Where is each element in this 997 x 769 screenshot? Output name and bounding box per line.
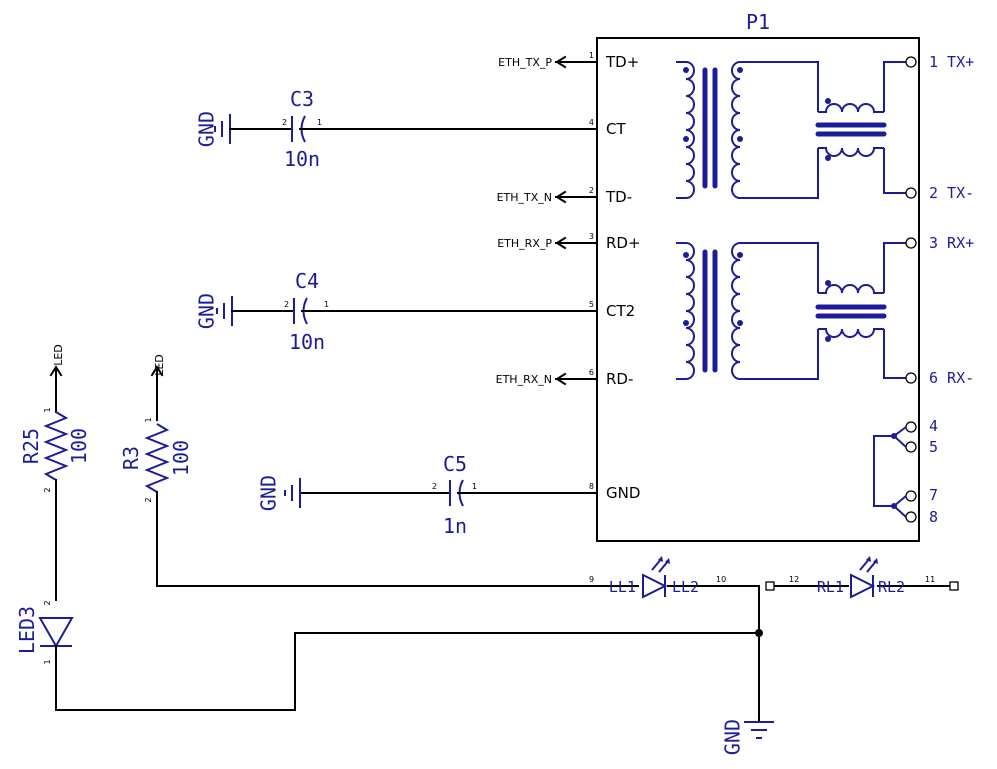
terminal-label: 3 RX+ <box>929 234 974 252</box>
pin-number: 2 <box>43 487 52 492</box>
ground-symbol <box>216 296 239 326</box>
capacitor-c3: 2 1 C3 10n GND <box>195 87 323 171</box>
net-led: LED <box>153 354 166 376</box>
pin-number: 1 <box>324 300 329 309</box>
led-anode-label: LL1 <box>609 578 636 596</box>
svg-text:ETH_RX_N: ETH_RX_N <box>496 373 552 386</box>
pin-number: 1 <box>317 118 322 127</box>
pin-name: CT2 <box>606 302 635 320</box>
ground-label: GND <box>257 475 281 511</box>
net-eth-rx-n: ETH_RX_N <box>496 372 567 386</box>
terminal-label: 6 RX- <box>929 369 974 387</box>
ground-label: GND <box>195 293 219 329</box>
led-cathode-label: LL2 <box>672 578 699 596</box>
svg-text:ETH_TX_P: ETH_TX_P <box>498 56 552 69</box>
pin-number: 5 <box>589 300 594 309</box>
ground-symbol-bottom: GND <box>721 719 774 755</box>
ground-label: GND <box>721 719 745 755</box>
resistor-r25: LED 1 2 R25 100 <box>19 344 91 601</box>
net-led: LED <box>52 344 65 366</box>
pin-number: 2 <box>282 118 287 127</box>
pin-number: 12 <box>789 575 799 584</box>
pin-number: 1 <box>43 659 52 664</box>
resistor-value: 100 <box>169 440 193 476</box>
capacitor-c5: 2 1 C5 1n GND <box>257 452 478 538</box>
net-eth-tx-n: ETH_TX_N <box>497 190 567 204</box>
ground-symbol <box>214 114 237 144</box>
pin-name: RD+ <box>606 234 641 252</box>
pin-number: 3 <box>589 232 594 241</box>
capacitor-value: 1n <box>443 514 467 538</box>
pin-number: 2 <box>284 300 289 309</box>
svg-text:ETH_TX_N: ETH_TX_N <box>497 191 552 204</box>
led-ll: 9 10 LL1 LL2 <box>589 556 726 599</box>
capacitor-value: 10n <box>284 147 320 171</box>
ground-label: GND <box>195 111 219 147</box>
terminal-label: 5 <box>929 438 938 456</box>
connector-ref: P1 <box>746 10 770 34</box>
pin-number: 8 <box>589 482 594 491</box>
right-terminals <box>873 56 917 523</box>
capacitor-ref: C4 <box>295 269 319 293</box>
resistor-ref: R3 <box>119 446 143 470</box>
pin-number: 1 <box>144 417 153 422</box>
pin-number: 1 <box>589 51 594 60</box>
resistor-r3: LED 1 2 R3 100 <box>119 354 193 587</box>
terminal-label: 7 <box>929 486 938 504</box>
ground-symbol <box>284 478 301 508</box>
pin-number: 6 <box>589 368 594 377</box>
capacitor-c4: 2 1 C4 10n GND <box>195 269 330 354</box>
net-eth-rx-p: ETH_RX_P <box>497 236 567 250</box>
pin-number: 2 <box>432 482 437 491</box>
connector-p1: P1 1 4 2 3 5 6 8 TD+ CT TD- RD+ CT2 RD- … <box>317 10 974 542</box>
pin-number: 1 <box>43 407 52 412</box>
led-rl: 12 11 RL1 RL2 <box>765 556 959 599</box>
terminal-label: 2 TX- <box>929 184 974 202</box>
capacitor-value: 10n <box>289 330 325 354</box>
pin-number: 2 <box>589 186 594 195</box>
pin-number: 9 <box>589 575 594 584</box>
pin-number: 2 <box>144 497 153 502</box>
net-eth-tx-p: ETH_TX_P <box>498 55 567 69</box>
led-ref: LED3 <box>15 606 39 654</box>
pin-name: RD- <box>606 370 633 388</box>
capacitor-ref: C3 <box>290 87 314 111</box>
pin-name: TD+ <box>605 53 639 71</box>
led-anode-label: RL1 <box>817 578 844 596</box>
terminal-label: 4 <box>929 417 938 435</box>
svg-text:ETH_RX_P: ETH_RX_P <box>497 237 552 250</box>
pin-name: GND <box>606 484 640 502</box>
led-cathode-label: RL2 <box>878 578 905 596</box>
terminal-label: 8 <box>929 508 938 526</box>
pin-number: 4 <box>589 118 594 127</box>
transformer-rx <box>676 242 906 380</box>
led-led3: 2 1 LED3 <box>15 600 74 711</box>
pin-name: TD- <box>605 188 632 206</box>
led-wiring <box>55 585 951 721</box>
pin-number: 10 <box>716 575 726 584</box>
pin-name: CT <box>606 120 626 138</box>
transformer-tx <box>676 61 906 199</box>
pin-number: 11 <box>925 575 935 584</box>
resistor-value: 100 <box>67 428 91 464</box>
resistor-ref: R25 <box>19 428 43 464</box>
pin-number: 2 <box>43 600 52 605</box>
terminal-label: 1 TX+ <box>929 53 974 71</box>
capacitor-ref: C5 <box>443 452 467 476</box>
pin-number: 1 <box>472 482 477 491</box>
